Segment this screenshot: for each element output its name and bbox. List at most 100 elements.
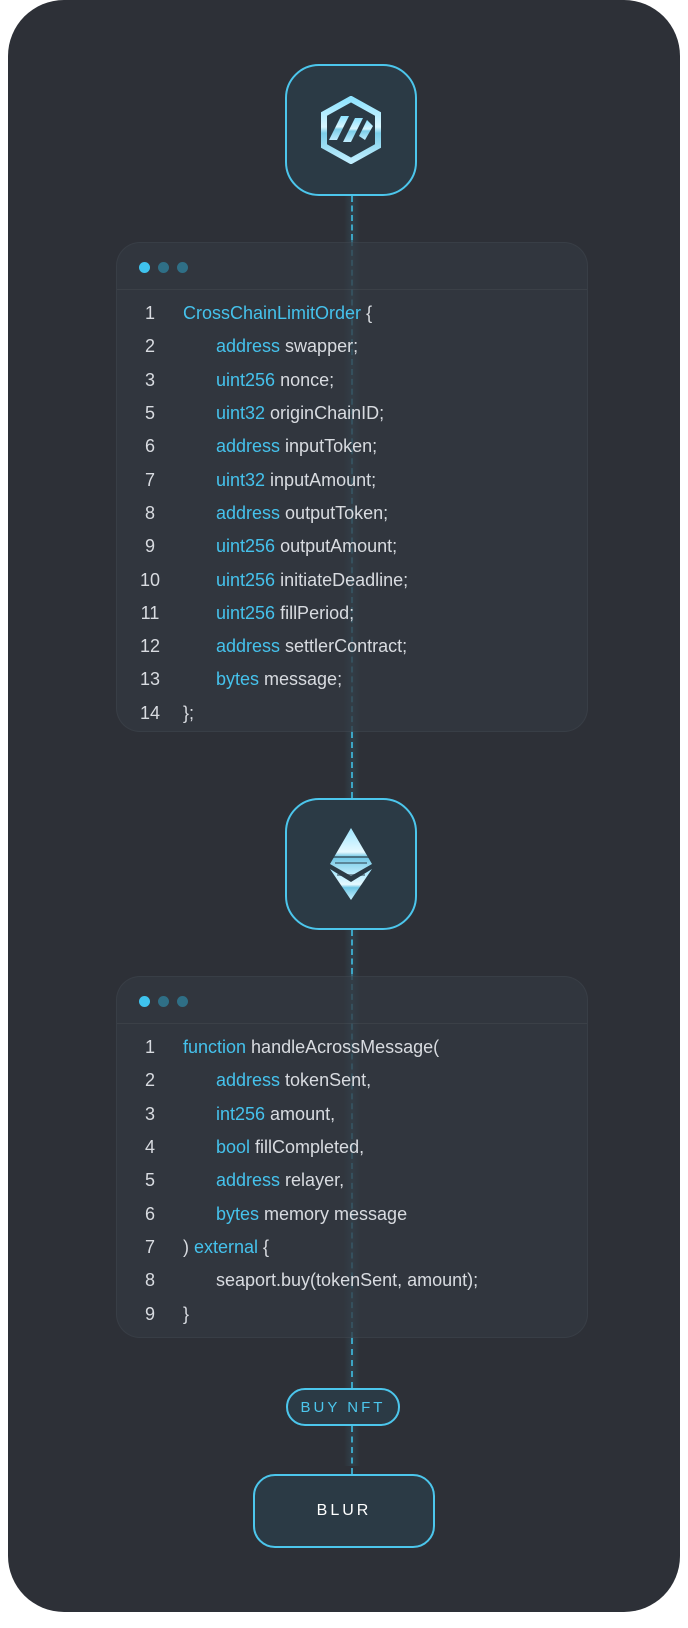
code-keyword: external <box>194 1236 259 1257</box>
code-token: originChainID; <box>265 403 385 424</box>
across-icon-box <box>285 64 417 196</box>
code-token: tokenSent, <box>280 1070 372 1091</box>
window-dot <box>177 262 188 273</box>
code-text: CrossChainLimitOrder { <box>183 303 372 324</box>
code-line: 2 address tokenSent, <box>117 1064 587 1097</box>
code-keyword: bytes <box>216 1203 260 1224</box>
code-line: 11 uint256 fillPeriod; <box>117 597 587 630</box>
line-number: 2 <box>144 1070 155 1091</box>
blur-marketplace-button[interactable]: BLUR <box>253 1474 435 1548</box>
handler-code-panel: 1 function handleAcrossMessage( 2 address t… <box>116 976 588 1338</box>
code-line: 3 uint256 nonce; <box>117 364 587 397</box>
code-keyword: uint256 <box>216 602 276 623</box>
ethereum-logo-icon <box>330 828 372 900</box>
code-text: address inputToken; <box>183 436 377 457</box>
code-token: }; <box>183 702 195 723</box>
code-line: 5 uint32 originChainID; <box>117 397 587 430</box>
code-token: seaport.buy(tokenSent, amount); <box>216 1270 479 1291</box>
code-token: amount, <box>265 1103 336 1124</box>
code-line: 7) external { <box>117 1231 587 1264</box>
code-keyword: function <box>183 1037 247 1058</box>
buy-nft-badge[interactable]: BUY NFT <box>286 1388 400 1426</box>
code-line: 6 bytes memory message <box>117 1197 587 1230</box>
code-keyword: bool <box>216 1137 251 1158</box>
line-number: 5 <box>144 403 155 424</box>
code-token: handleAcrossMessage( <box>246 1037 440 1058</box>
code-token: outputAmount; <box>275 536 398 557</box>
code-text: address settlerContract; <box>183 636 407 657</box>
code-line: 14}; <box>117 697 587 730</box>
line-number: 9 <box>144 536 155 557</box>
code-token: relayer, <box>280 1170 345 1191</box>
code-token: settlerContract; <box>280 636 408 657</box>
connector-line <box>351 1426 353 1474</box>
line-number: 2 <box>144 336 155 357</box>
code-token: fillPeriod; <box>275 602 355 623</box>
line-number: 8 <box>144 502 155 523</box>
code-keyword: address <box>216 1070 281 1091</box>
code-text: uint32 inputAmount; <box>183 470 376 491</box>
ethereum-icon-box <box>285 798 417 930</box>
code-line: 8 address outputToken; <box>117 497 587 530</box>
line-number: 10 <box>139 569 161 590</box>
connector-line <box>351 930 353 974</box>
code-text: uint256 nonce; <box>183 370 334 391</box>
code-keyword: bytes <box>216 669 260 690</box>
code-keyword: uint32 <box>216 403 266 424</box>
code-text: bool fillCompleted, <box>183 1137 364 1158</box>
code-keyword: CrossChainLimitOrder <box>183 303 362 324</box>
line-number: 3 <box>144 369 155 390</box>
code-keyword: address <box>216 636 281 657</box>
connector-line <box>351 1338 353 1388</box>
code-token: inputAmount; <box>265 469 377 490</box>
code-text: uint256 initiateDeadline; <box>183 570 408 591</box>
code-keyword: uint256 <box>216 536 276 557</box>
code-keyword: uint32 <box>216 469 266 490</box>
code-text: function handleAcrossMessage( <box>183 1037 439 1058</box>
code-keyword: address <box>216 436 281 457</box>
line-number: 3 <box>144 1103 155 1124</box>
line-number: 1 <box>144 1037 155 1058</box>
line-number: 14 <box>139 702 161 723</box>
code-text: address tokenSent, <box>183 1070 371 1091</box>
code-text: ) external { <box>183 1237 269 1258</box>
code-token: nonce; <box>275 369 335 390</box>
code-text: uint256 fillPeriod; <box>183 603 354 624</box>
code-keyword: uint256 <box>216 569 276 590</box>
connector-line <box>351 732 353 798</box>
code-token: memory message <box>259 1203 408 1224</box>
code-text: address outputToken; <box>183 503 388 524</box>
code-token: inputToken; <box>280 436 378 457</box>
code-line: 3 int256 amount, <box>117 1098 587 1131</box>
code-text: bytes message; <box>183 669 342 690</box>
code-token: initiateDeadline; <box>275 569 409 590</box>
code-token: outputToken; <box>280 502 389 523</box>
code-keyword: int256 <box>216 1103 266 1124</box>
line-number: 13 <box>139 669 161 690</box>
code-text: } <box>183 1304 189 1325</box>
code-keyword: address <box>216 1170 281 1191</box>
code-line: 13 bytes message; <box>117 663 587 696</box>
window-dot <box>158 996 169 1007</box>
line-number: 5 <box>144 1170 155 1191</box>
code-token: } <box>183 1303 190 1324</box>
code-line: 9 uint256 outputAmount; <box>117 530 587 563</box>
code-line: 9} <box>117 1297 587 1330</box>
code-token: fillCompleted, <box>250 1137 365 1158</box>
line-number: 11 <box>140 602 160 623</box>
code-line: 1 function handleAcrossMessage( <box>117 1031 587 1064</box>
window-dot <box>139 996 150 1007</box>
line-number: 6 <box>144 1203 155 1224</box>
code-token: ) <box>183 1236 194 1257</box>
line-number: 12 <box>139 636 161 657</box>
code-text: uint32 originChainID; <box>183 403 384 424</box>
